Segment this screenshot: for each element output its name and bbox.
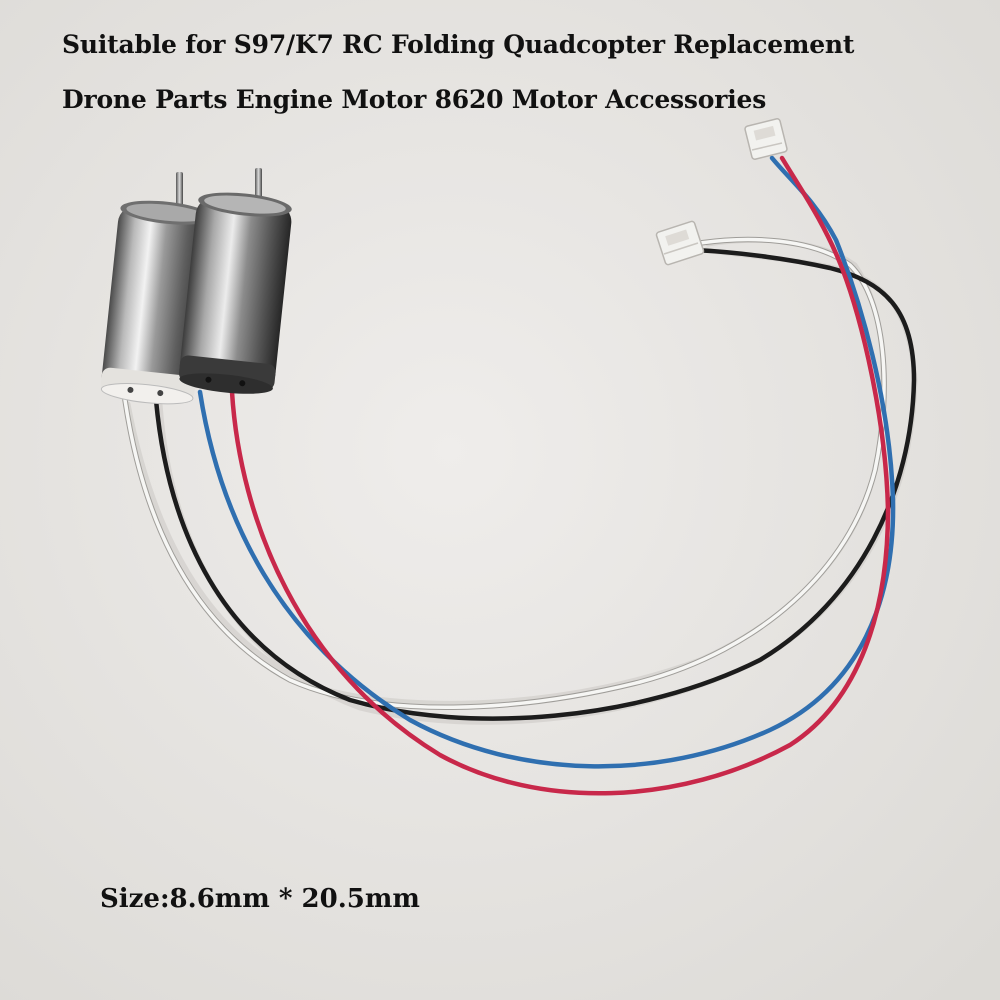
- connector-plug-middle: [655, 220, 705, 266]
- blue-wire: [197, 155, 896, 769]
- motor-right: [179, 168, 292, 394]
- product-title-line-2: Drone Parts Engine Motor 8620 Motor Acce…: [62, 85, 767, 114]
- size-label: Size:8.6mm * 20.5mm: [100, 884, 420, 914]
- black-wire: [153, 247, 917, 721]
- product-title-line-1: Suitable for S97/K7 RC Folding Quadcopte…: [62, 30, 855, 59]
- connector-plug-top: [744, 118, 788, 160]
- red-wire: [229, 155, 891, 796]
